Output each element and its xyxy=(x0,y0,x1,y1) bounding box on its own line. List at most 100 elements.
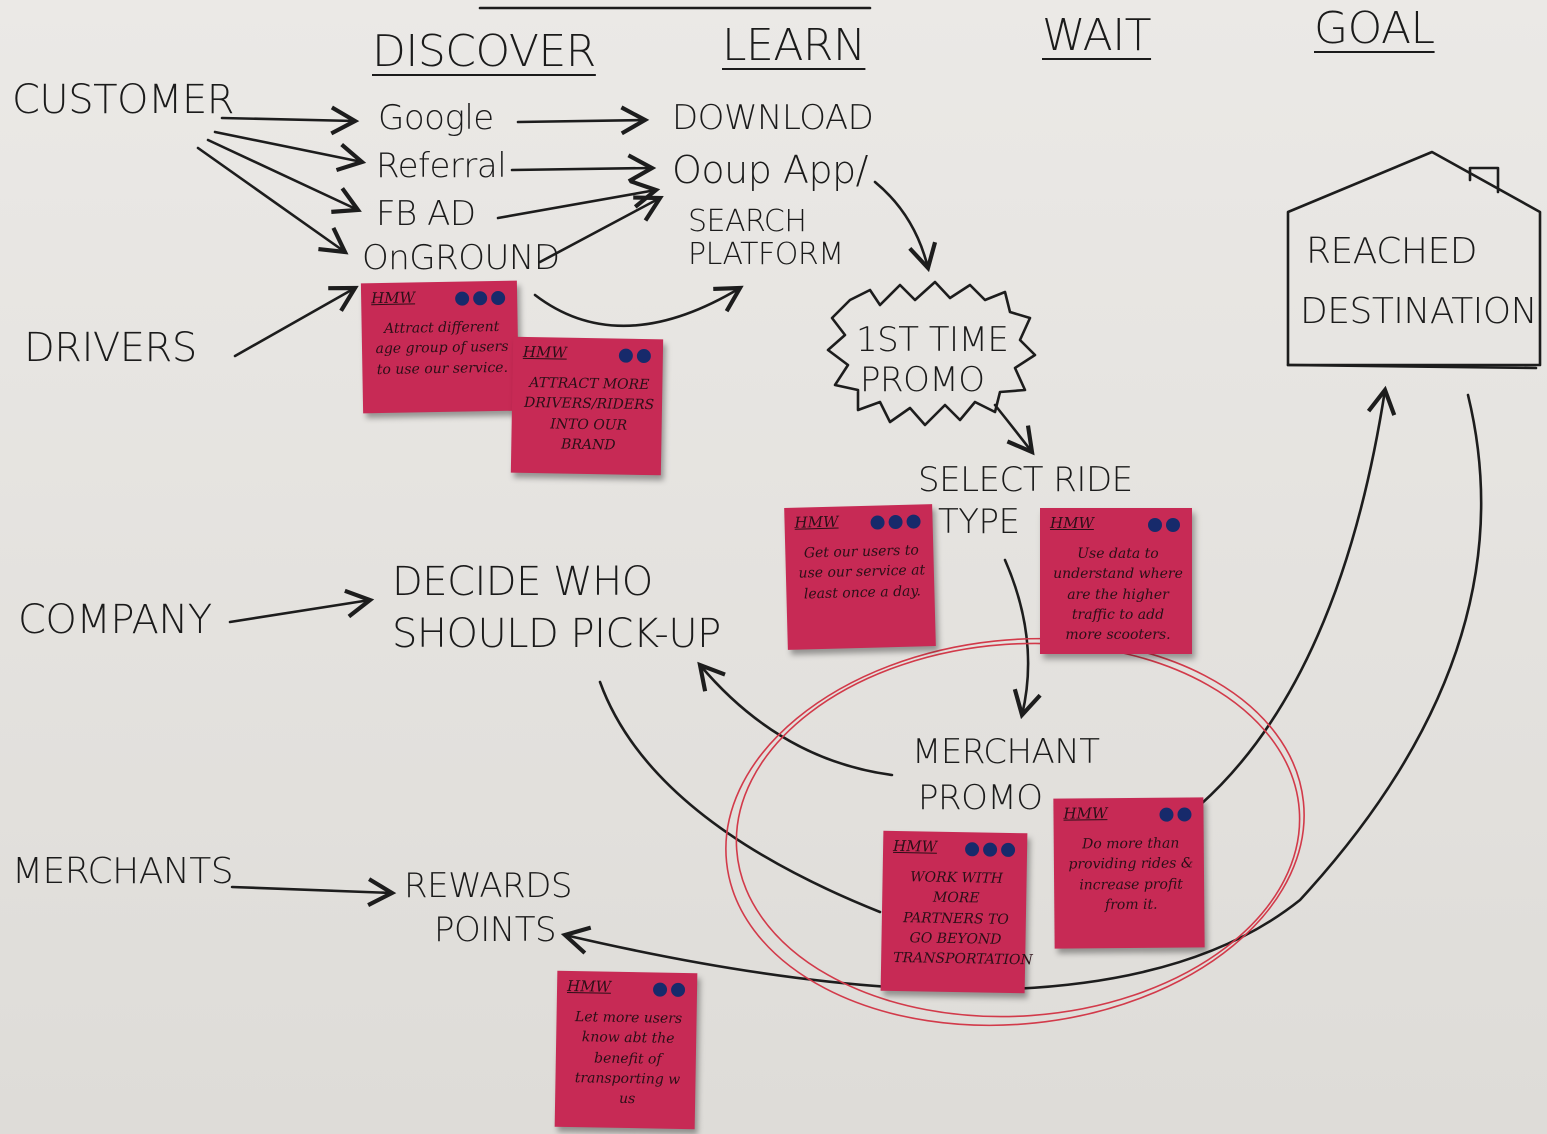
vote-dot xyxy=(964,842,980,857)
arrow-merchants-rewards xyxy=(230,877,397,907)
vote-dot xyxy=(906,514,921,529)
actor-company: COMPANY xyxy=(18,597,212,643)
sticky-note-4: HMW Use data to understand where are the… xyxy=(1040,508,1192,654)
sticky-note-6: HMW Do more than providing rides & incre… xyxy=(1053,797,1205,949)
sticky-text: Let more users know abt the benefit of t… xyxy=(574,1009,683,1108)
vote-dots xyxy=(455,290,506,306)
vote-dots xyxy=(652,982,686,998)
vote-dot xyxy=(491,290,506,306)
sticky-text: WORK WITH MORE PARTNERS TO GO BEYOND TRA… xyxy=(893,869,1033,969)
vote-dot xyxy=(982,842,998,857)
rewards-line1: REWARDS xyxy=(404,866,573,906)
arrow-promo-destination xyxy=(1198,385,1397,807)
learn-app: Ooup App/ xyxy=(672,148,868,192)
vote-dot xyxy=(1159,807,1174,822)
vote-dot xyxy=(1148,518,1162,532)
sticky-tag: HMW xyxy=(566,976,612,996)
sticky-note-1: HMW Attract different age group of users… xyxy=(360,280,520,414)
learn-platform: PLATFORM xyxy=(688,237,844,272)
arrow-customer-referral xyxy=(213,130,367,173)
sticky-text: Use data to understand where are the hig… xyxy=(1053,546,1183,644)
arrow-google-download xyxy=(516,105,650,136)
column-discover: DISCOVER xyxy=(372,26,596,77)
destination-line1: REACHED xyxy=(1306,231,1477,272)
rewards-line2: POINTS xyxy=(434,910,557,950)
arrow-company-decide xyxy=(228,588,375,624)
red-loop-outer xyxy=(725,637,1305,1027)
destination-line2: DESTINATION xyxy=(1300,291,1538,332)
sticky-tag: HMW xyxy=(1050,514,1094,532)
vote-dot xyxy=(670,982,686,998)
decide-line1: DECIDE WHO xyxy=(392,559,653,605)
sticky-note-7: HMW Let more users know abt the benefit … xyxy=(554,970,698,1130)
arrow-merchant-decide xyxy=(697,661,894,777)
arrow-download-promo xyxy=(873,180,938,273)
actor-drivers: DRIVERS xyxy=(24,325,197,371)
arrow-promo-select xyxy=(993,403,1035,456)
column-learn: LEARN xyxy=(722,20,866,71)
column-wait: WAIT xyxy=(1042,10,1152,61)
learn-download: DOWNLOAD xyxy=(672,98,874,138)
red-loop-inner xyxy=(735,642,1301,1018)
channel-fb-ad: FB AD xyxy=(376,194,476,234)
sticky-tag: HMW xyxy=(370,288,416,308)
vote-dots xyxy=(1159,807,1192,822)
promo-burst-shape xyxy=(826,280,1037,427)
vote-dot xyxy=(618,348,634,363)
vote-dots xyxy=(870,514,921,530)
select-ride-line2: TYPE xyxy=(938,502,1020,542)
arrow-customer-google xyxy=(220,105,360,136)
sticky-tag: HMW xyxy=(1063,804,1108,823)
arrow-select-merchant xyxy=(1003,558,1042,720)
learn-search: SEARCH xyxy=(688,204,807,239)
vote-dots xyxy=(964,842,1016,858)
arc-destination-rewards xyxy=(560,393,1483,992)
decide-line2: SHOULD PICK-UP xyxy=(392,611,721,657)
column-goal: GOAL xyxy=(1314,3,1435,54)
channel-google: Google xyxy=(378,98,494,138)
sticky-text: Do more than providing rides & increase … xyxy=(1068,835,1194,914)
vote-dots xyxy=(618,348,652,364)
actor-merchants: MERCHANTS xyxy=(12,851,234,892)
vote-dot xyxy=(1177,807,1192,822)
merchant-promo-line1: MERCHANT xyxy=(912,732,1100,772)
vote-dot xyxy=(636,348,652,364)
arrow-fbad-download xyxy=(496,179,661,220)
house-chimney xyxy=(1468,166,1500,194)
select-ride-line1: SELECT RIDE xyxy=(918,460,1133,500)
arrow-customer-onground xyxy=(196,146,349,255)
house-base xyxy=(1286,363,1538,370)
curve-decide-partners xyxy=(598,680,882,914)
vote-dots xyxy=(1148,518,1180,532)
sticky-tag: HMW xyxy=(794,512,839,532)
sticky-text: ATTRACT MORE DRIVERS/RIDERS INTO OUR BRA… xyxy=(523,374,655,454)
house-outline xyxy=(1286,150,1542,367)
vote-dot xyxy=(870,515,885,530)
vote-dot xyxy=(1166,518,1180,532)
actor-customer: CUSTOMER xyxy=(12,77,235,123)
vote-dot xyxy=(455,291,470,306)
promo-line2: PROMO xyxy=(860,360,985,400)
sticky-note-2: HMW ATTRACT MORE DRIVERS/RIDERS INTO OUR… xyxy=(510,336,664,476)
sticky-text: Attract different age group of users to … xyxy=(375,318,509,378)
sticky-tag: HMW xyxy=(522,342,567,362)
channel-referral: Referral xyxy=(376,146,507,186)
sticky-note-3: HMW Get our users to use our service at … xyxy=(784,504,936,650)
arrow-onground-search xyxy=(533,285,744,328)
arrow-drivers-onground xyxy=(233,285,359,358)
sticky-tag: HMW xyxy=(892,836,938,856)
merchant-promo-line2: PROMO xyxy=(918,778,1043,818)
channel-onground: OnGROUND xyxy=(362,238,560,278)
sticky-note-5: HMW WORK WITH MORE PARTNERS TO GO BEYOND… xyxy=(880,830,1033,994)
promo-line1: 1ST TIME xyxy=(856,320,1009,360)
vote-dot xyxy=(652,982,668,997)
vote-dot xyxy=(473,291,488,306)
vote-dot xyxy=(888,514,903,530)
arrow-customer-fbad xyxy=(206,138,362,214)
arrow-onground-download xyxy=(538,195,664,264)
sticky-text: Get our users to use our service at leas… xyxy=(798,542,926,603)
arrow-referral-download xyxy=(510,153,657,184)
vote-dot xyxy=(1000,842,1016,858)
